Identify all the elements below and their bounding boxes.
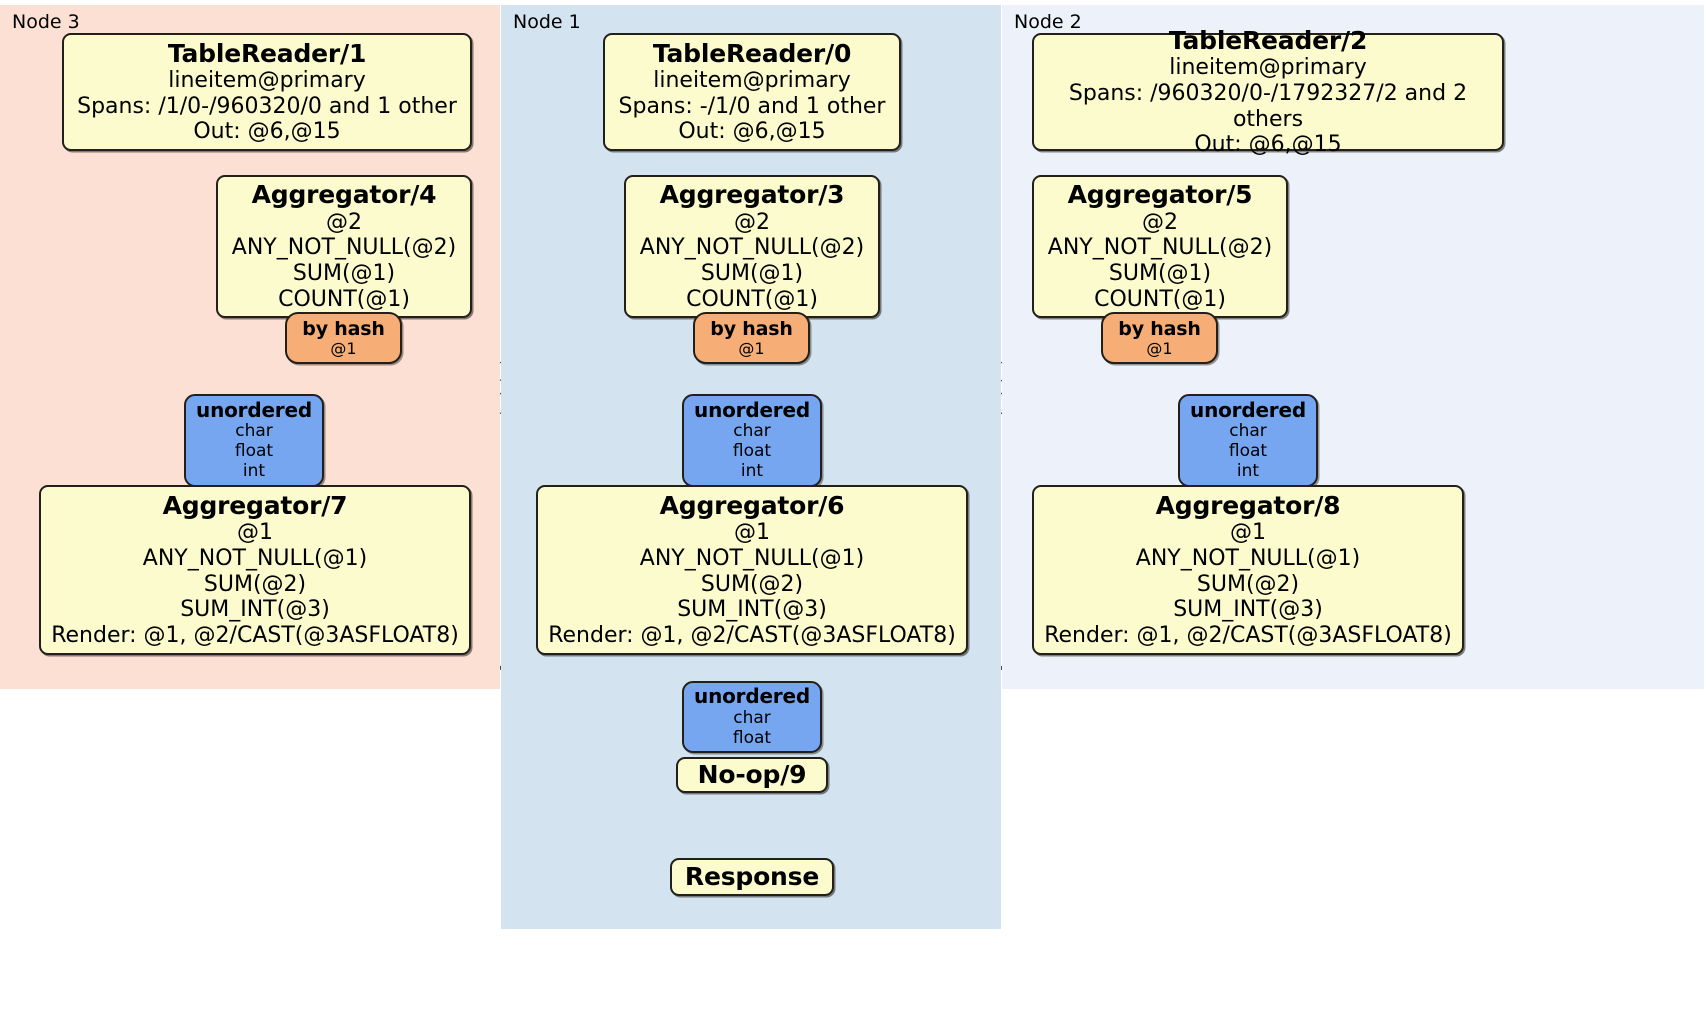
box-line: Out: @6,@15: [193, 119, 341, 145]
box-title: TableReader/1: [167, 38, 367, 68]
box-line: Spans: /1/0-/960320/0 and 1 other: [77, 93, 457, 119]
box-title: Aggregator/3: [659, 180, 845, 210]
box-line: COUNT(@1): [1094, 286, 1226, 312]
box-line: char: [733, 707, 771, 728]
box-title: Aggregator/8: [1155, 491, 1341, 521]
box-line: SUM(@2): [1196, 571, 1300, 597]
box-line: @1: [1146, 338, 1173, 358]
box-line: int: [1236, 461, 1260, 482]
box-line: lineitem@primary: [653, 68, 851, 94]
box-line: float: [732, 441, 772, 462]
box-title: by hash: [710, 317, 793, 340]
box-line: ANY_NOT_NULL(@1): [1135, 546, 1361, 572]
box-title: Aggregator/4: [251, 180, 437, 210]
box-title: No-op/9: [697, 760, 807, 790]
box-line: SUM(@1): [700, 261, 804, 287]
box-title: unordered: [196, 397, 312, 422]
box-response[interactable]: Response: [670, 858, 834, 896]
box-line: char: [1229, 421, 1267, 442]
box-line: Spans: -/1/0 and 1 other: [618, 93, 886, 119]
box-line: ANY_NOT_NULL(@2): [639, 235, 865, 261]
box-line: SUM(@2): [700, 571, 804, 597]
box-line: Render: @1, @2/CAST(@3ASFLOAT8): [51, 623, 459, 649]
box-title: TableReader/0: [652, 38, 852, 68]
box-title: unordered: [694, 397, 810, 422]
box-title: Aggregator/7: [162, 491, 348, 521]
region-label-node1: Node 1: [513, 11, 581, 33]
box-line: @1: [738, 338, 765, 358]
box-line: SUM(@1): [1108, 261, 1212, 287]
box-line: float: [234, 441, 274, 462]
box-router5[interactable]: by hash@1: [1101, 312, 1218, 364]
box-title: by hash: [1118, 317, 1201, 340]
box-title: TableReader/2: [1168, 25, 1368, 55]
box-line: Spans: /960320/0-/1792327/2 and 2 others: [1068, 80, 1468, 132]
box-title: Response: [684, 862, 820, 892]
box-line: ANY_NOT_NULL(@1): [639, 546, 865, 572]
box-line: @2: [326, 209, 362, 235]
box-title: Aggregator/5: [1067, 180, 1253, 210]
region-label-node3: Node 3: [12, 11, 80, 33]
box-line: lineitem@primary: [1169, 55, 1367, 81]
box-line: float: [732, 727, 772, 748]
box-router3[interactable]: by hash@1: [693, 312, 810, 364]
box-line: ANY_NOT_NULL(@1): [142, 546, 368, 572]
box-line: COUNT(@1): [686, 286, 818, 312]
box-noop9[interactable]: No-op/9: [676, 757, 828, 793]
box-line: @2: [734, 209, 770, 235]
box-line: Render: @1, @2/CAST(@3ASFLOAT8): [548, 623, 956, 649]
box-line: SUM_INT(@3): [677, 597, 827, 623]
box-title: unordered: [694, 684, 810, 709]
box-line: lineitem@primary: [168, 68, 366, 94]
box-line: @1: [330, 338, 357, 358]
box-line: Out: @6,@15: [678, 119, 826, 145]
box-line: char: [733, 421, 771, 442]
box-line: Out: @6,@15: [1194, 132, 1342, 158]
box-line: SUM(@2): [203, 571, 307, 597]
box-line: ANY_NOT_NULL(@2): [1047, 235, 1273, 261]
box-line: int: [242, 461, 266, 482]
box-line: @1: [1230, 520, 1266, 546]
box-title: unordered: [1190, 397, 1306, 422]
box-line: ANY_NOT_NULL(@2): [231, 235, 457, 261]
box-line: @1: [237, 520, 273, 546]
box-line: SUM(@1): [292, 261, 396, 287]
box-line: int: [740, 461, 764, 482]
box-line: float: [1228, 441, 1268, 462]
box-line: SUM_INT(@3): [180, 597, 330, 623]
box-line: SUM_INT(@3): [1173, 597, 1323, 623]
box-router4[interactable]: by hash@1: [285, 312, 402, 364]
box-line: Render: @1, @2/CAST(@3ASFLOAT8): [1044, 623, 1452, 649]
box-title: Aggregator/6: [659, 491, 845, 521]
box-line: char: [235, 421, 273, 442]
box-title: by hash: [302, 317, 385, 340]
box-line: @2: [1142, 209, 1178, 235]
box-line: @1: [734, 520, 770, 546]
region-label-node2: Node 2: [1014, 11, 1082, 33]
box-line: COUNT(@1): [278, 286, 410, 312]
